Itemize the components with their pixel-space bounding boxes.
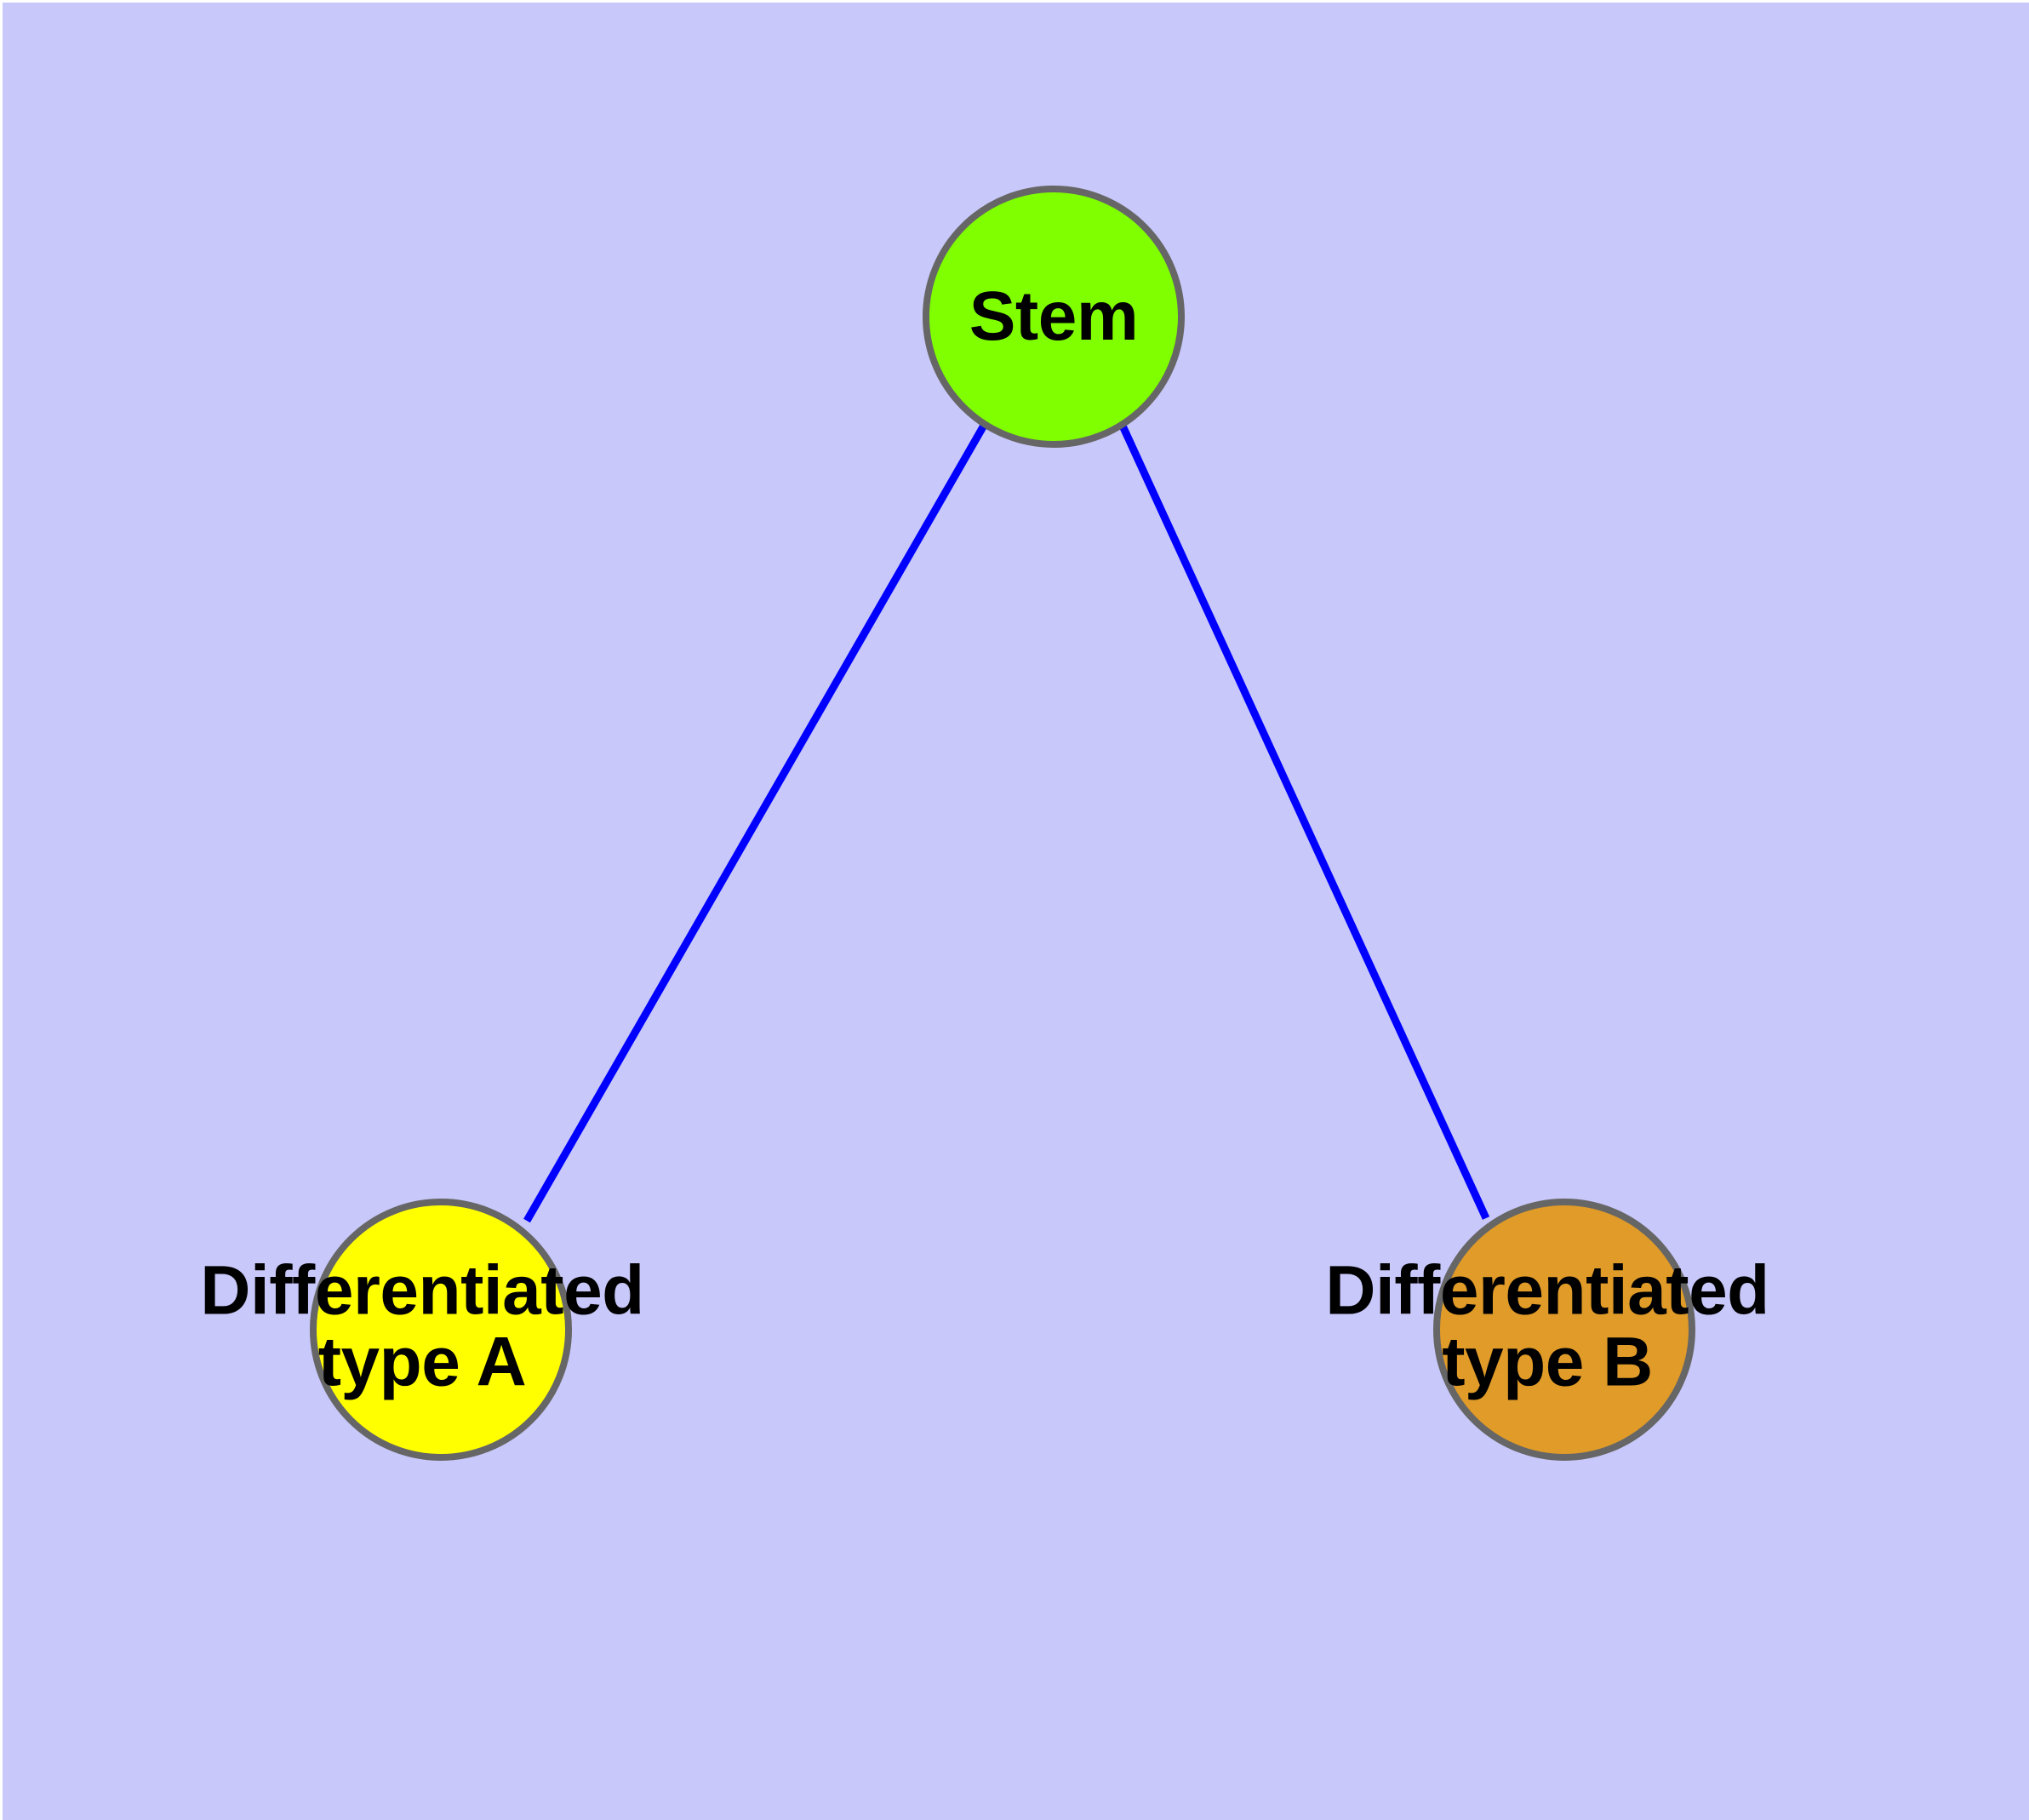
graph-edge-stem-to-diff-b[interactable] [1117,422,1490,1220]
nodes-layer [310,186,1695,1461]
edges-layer [523,421,1490,1223]
graph-node-stem[interactable] [923,186,1185,448]
graph-node-diff_a[interactable] [310,1199,572,1461]
graph-edge-stem-to-diff-a[interactable] [523,421,988,1223]
graph-node-diff_b[interactable] [1433,1199,1695,1461]
